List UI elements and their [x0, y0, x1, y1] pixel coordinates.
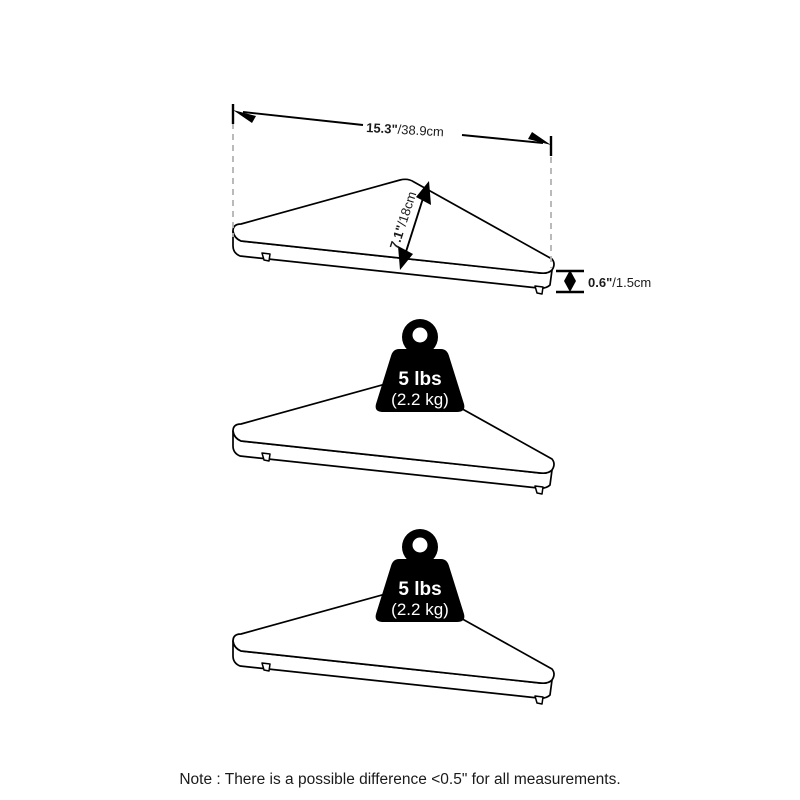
- measurement-note: Note : There is a possible difference <0…: [179, 771, 620, 788]
- width-dimension-group: 15.3"/38.9cm: [231, 104, 553, 268]
- shelf-1-group: [232, 178, 555, 295]
- thickness-double-arrow: [564, 270, 576, 292]
- weight-badge-2-secondary-label: (2.2 kg): [391, 600, 449, 619]
- depth-arrowhead-bottom: [398, 246, 413, 270]
- width-label-rest: /38.9cm: [397, 122, 444, 140]
- width-arrowhead-right: [528, 132, 551, 145]
- width-arrowhead-left: [233, 110, 256, 123]
- depth-dim-line: [403, 191, 426, 259]
- shelf-2-foot-left: [261, 452, 271, 462]
- weight-badge-1-body: [375, 349, 465, 412]
- thickness-label-rest: /1.5cm: [612, 275, 651, 290]
- shelf-3-top-face: [232, 588, 555, 685]
- weight-badge-1-handle-hole: [412, 327, 428, 343]
- shelf-2-group: [232, 378, 555, 495]
- width-dimension-label: 15.3"/38.9cm: [366, 120, 444, 139]
- weight-badge-2-handle-hole: [412, 537, 428, 553]
- weight-badge-2: 5 lbs (2.2 kg): [375, 529, 465, 622]
- shelf-1-foot-right: [534, 285, 544, 295]
- depth-label-bold: 7.1": [387, 223, 409, 251]
- thickness-label-bold: 0.6": [588, 275, 612, 290]
- shelf-3-foot-left: [261, 662, 271, 672]
- shelf-2-top-face: [232, 378, 555, 475]
- weight-badge-2-body: [375, 559, 465, 622]
- shelf-1-foot-left: [261, 252, 271, 262]
- shelf-1-top-face: [232, 178, 555, 275]
- thickness-dimension-label: 0.6"/1.5cm: [588, 275, 651, 290]
- weight-badge-2-primary-label: 5 lbs: [398, 579, 441, 600]
- weight-badge-1-primary-label: 5 lbs: [398, 369, 441, 390]
- shelf-2-foot-right: [534, 485, 544, 495]
- weight-badge-1: 5 lbs (2.2 kg): [375, 319, 465, 412]
- width-dim-line-right: [461, 134, 544, 144]
- shelf-3-group: [232, 588, 555, 705]
- shelf-3-foot-right: [534, 695, 544, 705]
- width-label-bold: 15.3": [366, 120, 398, 137]
- thickness-dimension-group: 0.6"/1.5cm: [556, 269, 651, 294]
- width-dim-line-left: [242, 111, 364, 126]
- weight-badge-1-secondary-label: (2.2 kg): [391, 390, 449, 409]
- depth-arrowhead-top: [416, 181, 431, 205]
